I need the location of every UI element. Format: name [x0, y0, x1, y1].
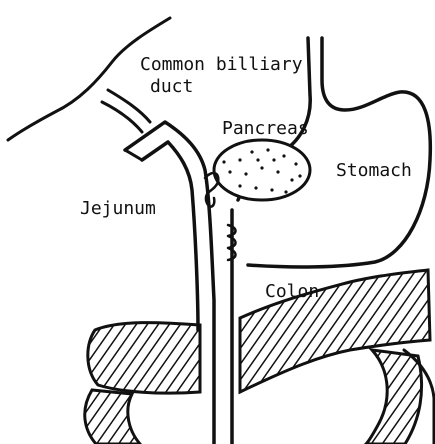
colon	[85, 270, 434, 444]
label-jejunum: Jejunum	[80, 198, 156, 219]
label-common-bile-duct-line2: duct	[150, 76, 193, 97]
label-common-bile-duct-line1: Common billiary	[140, 54, 303, 75]
label-stomach: Stomach	[336, 160, 412, 181]
label-colon: Colon	[265, 281, 319, 302]
common-bile-duct	[102, 90, 150, 132]
liver-outline	[8, 18, 170, 140]
label-pancreas: Pancreas	[222, 118, 309, 139]
pancreas	[214, 140, 310, 200]
